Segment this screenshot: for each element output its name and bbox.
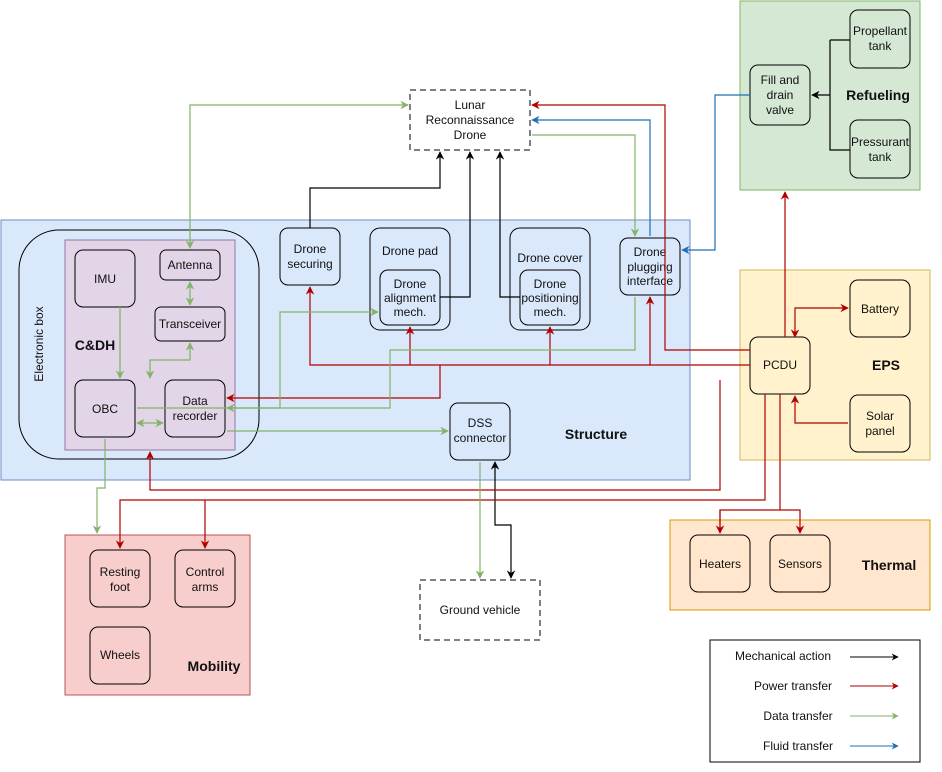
structure-label: Structure bbox=[565, 426, 627, 442]
ground-vehicle-node: Ground vehicle bbox=[419, 579, 541, 641]
thermal-label: Thermal bbox=[862, 557, 916, 573]
svg-text:Sensors: Sensors bbox=[778, 557, 822, 571]
svg-text:Heaters: Heaters bbox=[699, 557, 741, 571]
mobility-group: Mobility bbox=[64, 534, 251, 696]
power-to-battery bbox=[790, 303, 849, 338]
heaters-node: Heaters bbox=[689, 534, 751, 593]
data-obc-to-alignment bbox=[137, 307, 379, 409]
mobility-label: Mobility bbox=[188, 658, 241, 674]
svg-text:Antenna: Antenna bbox=[168, 258, 213, 272]
fluid-connections bbox=[531, 94, 750, 255]
battery-node: Battery bbox=[849, 279, 911, 338]
power-to-mobility bbox=[115, 394, 766, 549]
transceiver-node: Transceiver bbox=[154, 306, 226, 342]
legend: Mechanical action Power transfer Data tr… bbox=[709, 639, 921, 763]
svg-text:PCDU: PCDU bbox=[763, 358, 797, 372]
legend-item-fluid: Fluid transfer bbox=[763, 739, 899, 753]
data-plugging-to-recorder bbox=[226, 297, 636, 413]
refueling-group: Refueling bbox=[739, 0, 921, 191]
data-transceiver-to-obc bbox=[145, 342, 195, 379]
power-connections bbox=[115, 100, 849, 549]
refueling-label: Refueling bbox=[846, 87, 910, 103]
data-antenna-to-drone bbox=[185, 100, 409, 249]
electronic-box: Electronic box bbox=[18, 229, 260, 460]
mech-valve-to-tanks bbox=[812, 39, 850, 151]
svg-text:Battery: Battery bbox=[861, 302, 899, 316]
power-bus bbox=[305, 286, 650, 366]
legend-item-power: Power transfer bbox=[754, 679, 899, 693]
svg-text:Drone cover: Drone cover bbox=[517, 251, 582, 265]
electronic-box-label: Electronic box bbox=[32, 306, 46, 381]
svg-text:OBC: OBC bbox=[92, 402, 118, 416]
svg-text:Wheels: Wheels bbox=[100, 648, 140, 662]
power-to-data-recorder bbox=[226, 365, 441, 403]
power-from-solar bbox=[790, 395, 848, 424]
imu-node: IMU bbox=[74, 249, 136, 308]
legend-item-data: Data transfer bbox=[763, 709, 899, 723]
svg-text:Drone pad: Drone pad bbox=[382, 244, 438, 258]
svg-text:Mechanical action: Mechanical action bbox=[735, 649, 831, 663]
fluid-valve-to-plugging bbox=[681, 94, 750, 255]
svg-text:Fluid transfer: Fluid transfer bbox=[763, 739, 833, 753]
data-connections bbox=[92, 100, 640, 579]
eps-label: EPS bbox=[872, 357, 900, 373]
svg-text:IMU: IMU bbox=[94, 272, 116, 286]
data-obc-to-mobility bbox=[92, 439, 106, 534]
power-pcdu-to-drone bbox=[531, 100, 750, 351]
mech-alignment-to-drone bbox=[440, 151, 475, 298]
obc-node: OBC bbox=[74, 379, 136, 438]
mech-dss-to-ground bbox=[490, 461, 516, 579]
legend-item-mechanical: Mechanical action bbox=[735, 649, 899, 663]
eps-group: EPS bbox=[739, 269, 931, 461]
svg-text:Power transfer: Power transfer bbox=[754, 679, 832, 693]
mech-securing-to-drone bbox=[309, 151, 445, 228]
svg-text:Transceiver: Transceiver bbox=[159, 317, 221, 331]
data-drone-to-plugging bbox=[532, 134, 640, 237]
power-to-electronics bbox=[145, 380, 721, 491]
svg-text:Ground vehicle: Ground vehicle bbox=[440, 603, 521, 617]
wheels-node: Wheels bbox=[89, 626, 151, 685]
svg-text:Data transfer: Data transfer bbox=[763, 709, 832, 723]
cdh-label: C&DH bbox=[75, 337, 115, 353]
antenna-node: Antenna bbox=[159, 249, 221, 281]
fluid-plugging-to-drone bbox=[531, 115, 651, 236]
mech-positioning-to-drone bbox=[495, 151, 520, 298]
